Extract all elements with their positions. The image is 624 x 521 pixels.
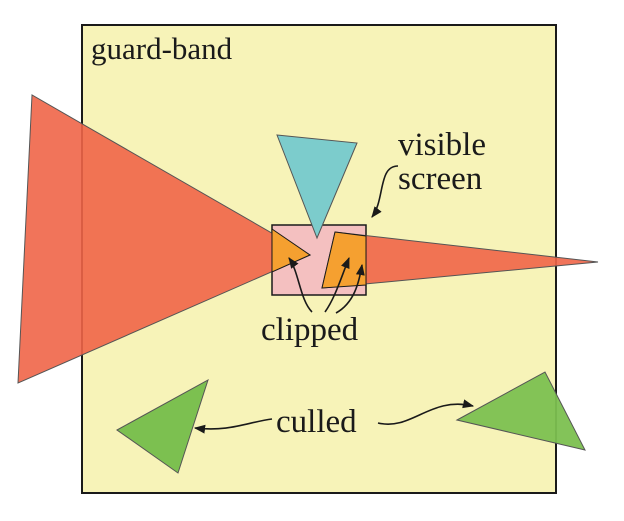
cyan-triangle [276,134,358,240]
visible-screen-label-line1: visible [398,127,486,163]
visible-screen-label-line2: screen [398,161,482,197]
culled-label: culled [276,404,357,440]
clipped-label: clipped [261,312,359,348]
culled-triangle-left [116,378,209,474]
arrow-clipped-mid [324,256,350,313]
guard-band-label: guard-band [91,31,233,66]
arrow-clipped-left [288,257,313,313]
red-triangle-left [17,94,312,384]
arrow-clipped-right [335,263,365,314]
arrow-visible-screen [371,165,399,218]
arrow-culled-right [377,399,475,425]
culled-triangle-right [455,371,586,451]
arrow-culled-left [193,418,273,434]
